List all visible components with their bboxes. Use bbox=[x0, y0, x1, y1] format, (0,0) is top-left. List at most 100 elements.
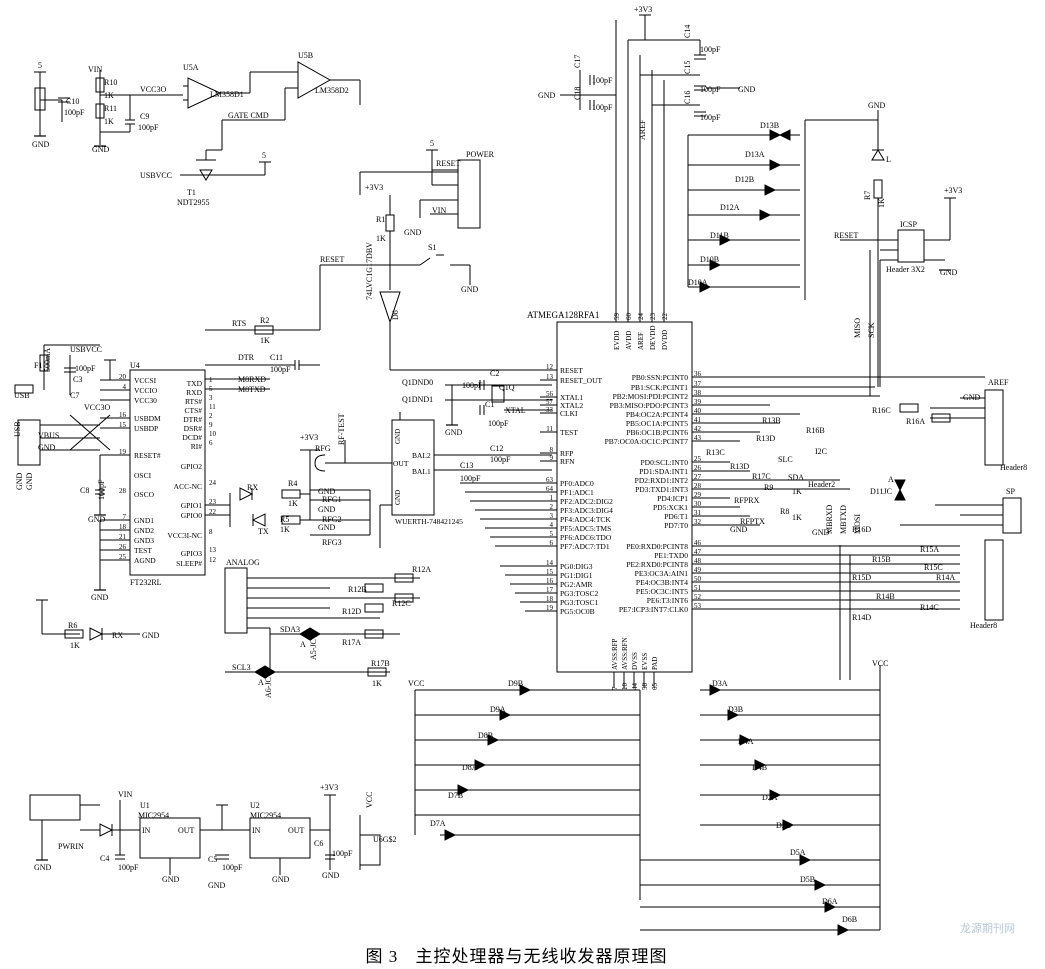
label-gnd_q: GND bbox=[208, 881, 226, 890]
label-d11b: D11B bbox=[710, 231, 729, 240]
label-hdr2: Header2 bbox=[808, 480, 835, 489]
label-tx: TX bbox=[258, 527, 269, 536]
mcu-left-pin-name: XTAL2 bbox=[560, 401, 583, 410]
label-rx2: RX bbox=[112, 631, 123, 640]
ft232-left-pin-name: USBDM bbox=[134, 414, 161, 423]
mcu-left-pin-num: 9 bbox=[550, 454, 554, 462]
ft232-right-pin-name: GPIO0 bbox=[181, 511, 203, 520]
mcu-left-pin-num: 16 bbox=[546, 577, 554, 585]
mcu-left-pin-name: PG2:AMR bbox=[560, 580, 593, 589]
ft232-right-pin-name: RTS# bbox=[185, 397, 202, 406]
label-c12: C12 bbox=[490, 444, 503, 453]
label-gnd_j: GND bbox=[318, 505, 336, 514]
label-r6: R6 bbox=[68, 621, 77, 630]
label-usbvcc1: USBVCC bbox=[140, 171, 172, 180]
label-gnd_m: GND bbox=[91, 593, 109, 602]
mcu-right-pin-num: 42 bbox=[694, 425, 702, 433]
mcu-right-pin-name: PE1:TXD0 bbox=[654, 551, 688, 560]
label-lm1: LM358D1 bbox=[210, 90, 244, 99]
balun-pin: BAL2 bbox=[412, 451, 431, 460]
label-c13: C13 bbox=[460, 461, 473, 470]
mcu-right-pin-name: PD1:SDA:INT1 bbox=[639, 467, 688, 476]
ft232-left-pin-name: AGND bbox=[134, 556, 156, 565]
label-d2a: D2A bbox=[762, 793, 778, 802]
ft232-right-pin-num: 5 bbox=[209, 385, 213, 393]
label-c1: C1 bbox=[485, 400, 494, 409]
label-c9: C9 bbox=[140, 112, 149, 121]
ft232-left-pin-name: RESET# bbox=[134, 451, 161, 460]
label-v33c: +3V3 bbox=[320, 783, 338, 792]
label-r5v: 1K bbox=[280, 525, 290, 534]
label-d13b: D13B bbox=[760, 121, 779, 130]
label-c18: C18 bbox=[573, 87, 582, 100]
label-analog: ANALOG bbox=[226, 558, 260, 567]
ft232-right-pin-name: CTS# bbox=[184, 406, 202, 415]
mcu-right-pin-num: 31 bbox=[694, 509, 702, 517]
label-d3a: D3A bbox=[712, 679, 728, 688]
label-aa: A bbox=[300, 640, 306, 649]
mcu-left-pin-num: 12 bbox=[546, 363, 554, 371]
label-t1: T1 bbox=[187, 188, 196, 197]
label-mosi: MOSI bbox=[853, 514, 862, 534]
mcu-right-pin-num: 46 bbox=[694, 539, 702, 547]
ft232-left-pin-num: 28 bbox=[119, 487, 127, 495]
label-p5c: 5 bbox=[430, 139, 434, 148]
mcu-left-pin-name: CLKI bbox=[560, 409, 578, 418]
mcu-left-pin-num: 56 bbox=[546, 390, 554, 398]
label-r12b: R12B bbox=[348, 585, 367, 594]
label-rfg3: RFG3 bbox=[322, 538, 342, 547]
label-r12d: R12D bbox=[342, 607, 361, 616]
ft232-right-pin-num: 22 bbox=[209, 508, 217, 516]
mcu-right-pin-name: PD0:SCL:INT0 bbox=[640, 458, 688, 467]
mcu-right-pin-num: 28 bbox=[694, 482, 702, 490]
ft232-right-pin-name: RI# bbox=[191, 442, 203, 451]
label-in1: IN bbox=[142, 826, 151, 835]
ft232-right-pin-name: GPIO1 bbox=[181, 501, 203, 510]
mcu-right-pin-name: PB2:MOSI:PDI:PCINT2 bbox=[613, 392, 689, 401]
balun-pin: BAL1 bbox=[412, 467, 431, 476]
ft232-right-pin-num: 12 bbox=[209, 556, 217, 564]
label-c17v: 100pF bbox=[592, 76, 613, 85]
ft232-right-pin-name: SLEEP# bbox=[176, 559, 202, 568]
label-c15: C15 bbox=[683, 61, 692, 74]
label-c1v: 100pF bbox=[488, 419, 509, 428]
mcu-bottom-pin-name: PAD bbox=[651, 657, 659, 670]
mcu-bottom-pin-name: EVSS bbox=[641, 653, 649, 670]
label-rfg2: RFG2 bbox=[322, 515, 342, 524]
label-power: POWER bbox=[466, 150, 495, 159]
label-r13c: R13C bbox=[706, 448, 725, 457]
label-d6b: D6B bbox=[842, 915, 857, 924]
label-s1: S1 bbox=[428, 243, 436, 252]
label-r16d: R16D bbox=[852, 525, 871, 534]
mcu-right-pin-name: PE6:T3:INT6 bbox=[647, 596, 688, 605]
mcu-left-pin-num: 63 bbox=[546, 476, 554, 484]
label-r15b: R15B bbox=[872, 555, 891, 564]
label-r9v: 1K bbox=[792, 487, 802, 496]
mcu-left-pin-name: PG3:TOSC1 bbox=[560, 598, 598, 607]
label-c2: C2 bbox=[490, 369, 499, 378]
mcu-right-pin-num: 49 bbox=[694, 566, 702, 574]
mcu-right-pin-name: PE5:OC3C:INT5 bbox=[636, 587, 688, 596]
ft232-right-pin-name: ACC-NC bbox=[174, 482, 202, 491]
ft232-left-pin-name: GND1 bbox=[134, 516, 154, 525]
label-r16c: R16C bbox=[872, 406, 891, 415]
mcu-left-pin-num: 4 bbox=[550, 521, 554, 529]
ft232-right-pin-num: 6 bbox=[209, 439, 213, 447]
label-p5a: 5 bbox=[38, 61, 42, 70]
label-r14a: R14A bbox=[936, 573, 955, 582]
label-r15c: R15C bbox=[924, 563, 943, 572]
label-c6v: 100pF bbox=[332, 849, 353, 858]
label-gnd_a: GND bbox=[32, 140, 50, 149]
ft232-left-pin-num: 7 bbox=[123, 513, 127, 521]
mcu-right-pin-name: PD3:TXD1:INT3 bbox=[635, 485, 688, 494]
mcu-bottom-pin-num: 65 bbox=[651, 683, 659, 691]
schematic-diagram: ATMEGA128RFA159EVDD60AVDD24AREF23DEVDD22… bbox=[13, 5, 1027, 936]
mcu-left-pin-num: 2 bbox=[550, 503, 554, 511]
label-ledl: L bbox=[886, 155, 891, 164]
label-r8v: 1K bbox=[792, 513, 802, 522]
mcu-right-pin-name: PD6:T1 bbox=[664, 512, 688, 521]
label-d11c: D11JC bbox=[870, 487, 892, 496]
label-c14v: 100pF bbox=[700, 45, 721, 54]
label-r12c: R12C bbox=[392, 599, 411, 608]
label-gnd_t: GND bbox=[538, 91, 556, 100]
